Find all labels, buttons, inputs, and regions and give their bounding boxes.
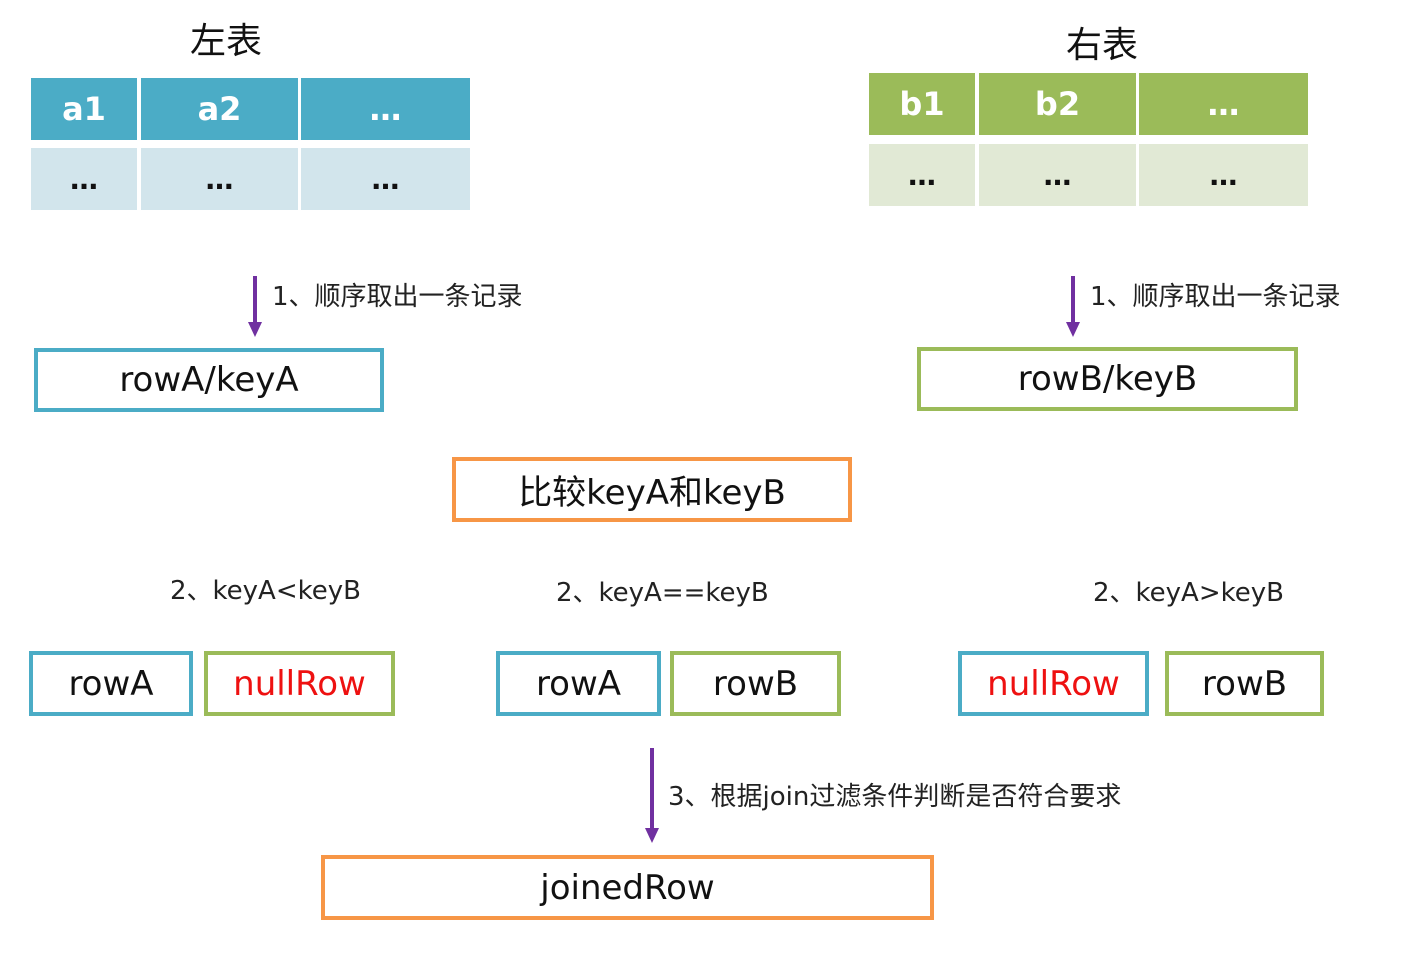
left-table-title: 左表 [190, 21, 263, 62]
left-header-cell: a1 [31, 78, 137, 140]
joined-row-box: joinedRow [321, 855, 934, 920]
fetch-left-arrow-icon [247, 276, 263, 338]
right-row-cell: … [979, 144, 1136, 206]
fetch-left-label: 1、顺序取出一条记录 [272, 282, 523, 312]
filter-arrow-icon [644, 748, 660, 844]
case-lt-label: 2、keyA<keyB [170, 576, 361, 606]
fetch-right-label: 1、顺序取出一条记录 [1090, 282, 1341, 312]
eq-row-a-box: rowA [496, 651, 661, 716]
row-a-key-box: rowA/keyA [34, 348, 384, 412]
right-header-cell: b1 [869, 73, 975, 135]
filter-label: 3、根据join过滤条件判断是否符合要求 [668, 782, 1122, 812]
case-gt-label: 2、keyA>keyB [1093, 578, 1284, 608]
right-table-title: 右表 [1066, 25, 1139, 66]
right-header-cell: b2 [979, 73, 1136, 135]
left-row-cell: … [31, 148, 137, 210]
row-b-key-box: rowB/keyB [917, 347, 1298, 411]
gt-null-row-box: nullRow [958, 651, 1149, 716]
left-header-cell: a2 [141, 78, 298, 140]
right-header-cell: … [1139, 73, 1308, 135]
eq-row-b-box: rowB [670, 651, 841, 716]
lt-null-row-box: nullRow [204, 651, 395, 716]
case-eq-label: 2、keyA==keyB [556, 578, 769, 608]
left-row-cell: … [301, 148, 470, 210]
right-row-cell: … [869, 144, 975, 206]
compare-box: 比较keyA和keyB [452, 457, 852, 522]
fetch-right-arrow-icon [1065, 276, 1081, 338]
gt-row-b-box: rowB [1165, 651, 1324, 716]
left-header-cell: … [301, 78, 470, 140]
lt-row-a-box: rowA [29, 651, 193, 716]
left-row-cell: … [141, 148, 298, 210]
right-row-cell: … [1139, 144, 1308, 206]
